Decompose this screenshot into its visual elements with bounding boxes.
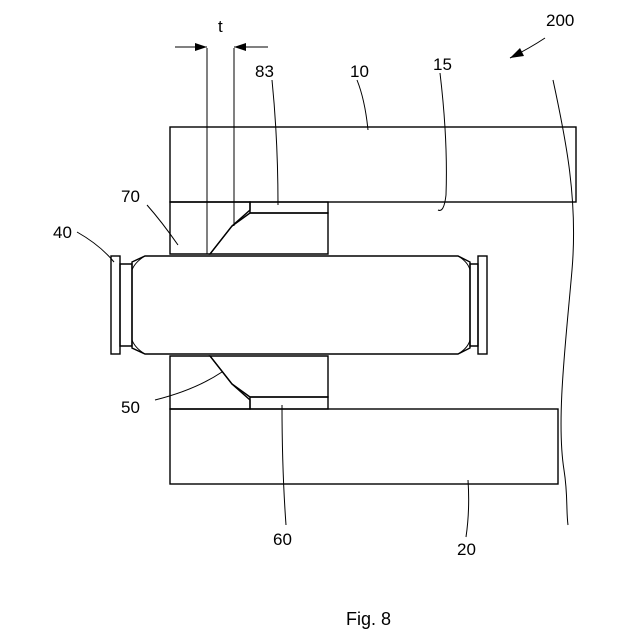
upper-plate	[170, 127, 576, 202]
lower-shim	[250, 397, 328, 409]
label-t: t	[218, 17, 223, 36]
upper-shim	[250, 202, 328, 213]
figure-caption: Fig. 8	[346, 609, 391, 629]
bushing-upper	[210, 213, 328, 254]
thickness-dimension: t	[175, 17, 268, 254]
label-20: 20	[457, 540, 476, 559]
pin	[111, 256, 487, 354]
break-line	[553, 80, 574, 525]
label-60: 60	[273, 530, 292, 549]
collar-upper	[170, 202, 250, 254]
bushing-lower	[210, 356, 328, 397]
label-200: 200	[546, 11, 574, 30]
leader-lines	[77, 38, 545, 537]
label-40: 40	[53, 223, 72, 242]
label-50: 50	[121, 398, 140, 417]
collar-lower	[170, 356, 250, 409]
label-83: 83	[255, 62, 274, 81]
label-70: 70	[121, 187, 140, 206]
lower-plate	[170, 409, 558, 484]
label-10: 10	[350, 62, 369, 81]
label-15: 15	[433, 55, 452, 74]
